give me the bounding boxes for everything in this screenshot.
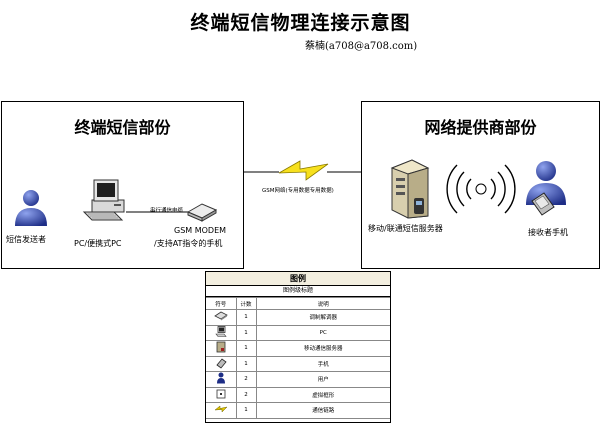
legend-desc: 手机 [255,355,390,372]
lightning-icon [213,405,228,413]
server-icon [390,159,430,219]
link-label: GSM网络(专用数据专用数据) [262,188,334,194]
legend-desc: 用户 [255,371,390,388]
legend-row: 1 调制解调器 [206,309,390,326]
legend-row: 2 用户 [206,371,390,388]
lightning-link-icon [244,160,362,181]
sender-label: 短信发送者 [6,235,46,244]
legend-desc: 调制解调器 [255,309,390,326]
legend-table: 符号 计数 说明 1 调制解调器 1 PC 1 移动通信服务器 1 手机 2 用… [206,297,390,419]
terminal-panel-title: 终端短信部份 [74,118,171,137]
legend-count: 1 [235,324,257,341]
server-label: 移动/联通短信服务器 [368,224,443,233]
legend-row: 1 移动通信服务器 [206,340,390,357]
legend-title: 图例 [206,272,390,286]
legend-header-desc: 说明 [255,297,390,310]
receiver-user-icon [526,161,566,216]
legend-row: 1 PC [206,324,390,341]
provider-panel: 网络提供商部份 移动/联通短信服务器 接收者手机 [361,101,600,269]
user-icon [216,372,225,384]
diagram-title: 终端短信物理连接示意图 [190,12,411,34]
legend-row: 1 手机 [206,355,390,372]
legend-count: 1 [235,340,257,357]
modem-icon [213,311,228,321]
legend-panel: 图例 图例级标题 符号 计数 说明 1 调制解调器 1 PC 1 移动通信服务器… [205,271,391,423]
legend-count: 1 [235,355,257,372]
legend-row: 1 通信链路 [206,402,390,419]
legend-desc: 通信链路 [255,402,390,419]
receiver-label: 接收者手机 [528,228,568,237]
legend-count: 2 [235,371,257,388]
shape-icon [216,389,226,399]
legend-desc: 移动通信服务器 [255,340,390,357]
serial-cable [126,211,188,213]
legend-subtitle: 图例级标题 [206,286,390,297]
legend-count: 1 [235,309,257,326]
legend-header-row: 符号 计数 说明 [206,297,390,310]
legend-header-symbol: 符号 [206,297,237,310]
legend-count: 2 [235,386,257,403]
terminal-sms-panel: 终端短信部份 短信发送者 PC/便携式PC 串行通信电缆 GSM MODEM /… [1,101,244,269]
phone-icon [531,192,555,216]
phone-icon [216,358,227,369]
modem-label-2: /支持AT指令的手机 [154,239,223,248]
legend-count: 1 [235,402,257,419]
cable-label: 串行通信电缆 [150,208,184,214]
server-icon [216,341,226,353]
author-credit: 蔡楠(a708@a708.com) [305,41,418,52]
legend-desc: 虚拟框形 [255,386,390,403]
pc-icon [82,179,125,221]
legend-desc: PC [255,324,390,341]
pc-icon [215,326,227,338]
legend-header-count: 计数 [235,297,257,310]
legend-row: 2 虚拟框形 [206,386,390,403]
modem-icon [186,203,218,222]
modem-label-1: GSM MODEM [174,226,227,235]
provider-panel-title: 网络提供商部份 [424,118,537,137]
pc-label: PC/便携式PC [74,239,122,248]
user-icon [15,190,47,226]
signal-waves-icon [446,164,516,214]
